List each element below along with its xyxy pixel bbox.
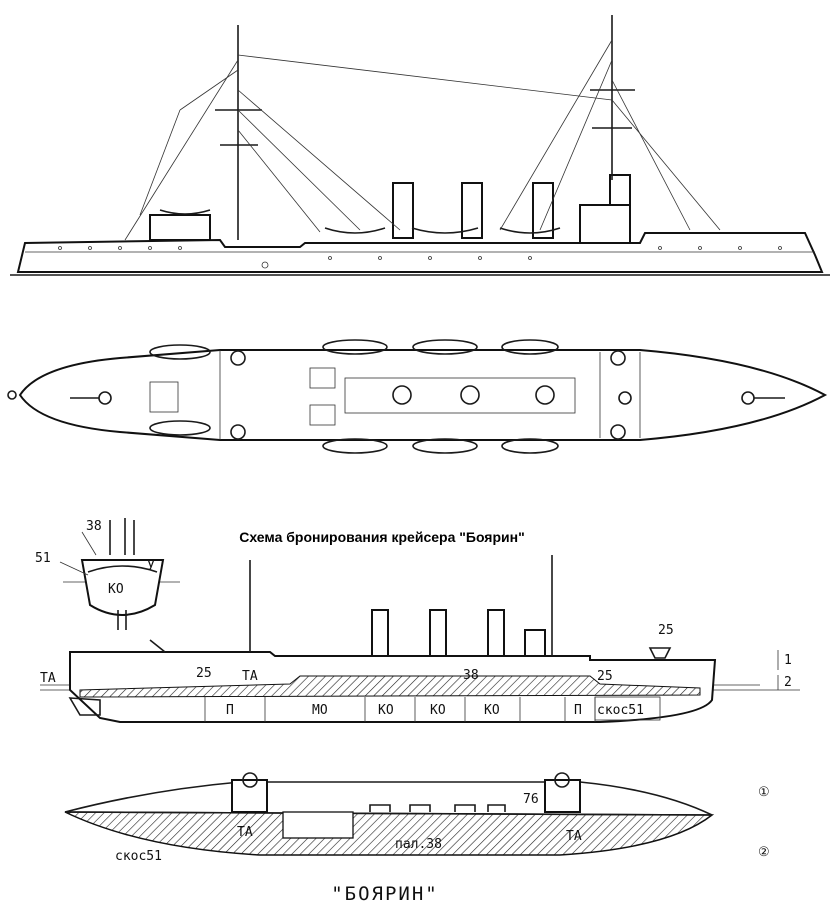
hull-side (16, 232, 824, 273)
label-slope-51-plan: скос51 (115, 849, 162, 864)
boat-2 (411, 227, 479, 234)
level-1: 1 (784, 653, 792, 668)
fwd-superstructure (579, 204, 631, 244)
funnel-2 (461, 182, 483, 239)
profile-funnel-2 (429, 609, 447, 657)
label-25-right: 25 (597, 669, 613, 684)
deck-outline (18, 349, 828, 441)
portholes (58, 246, 782, 269)
armor-profile: 1 2 ТА ТА 25 38 25 25 П МО КО КО КО П ск… (40, 555, 800, 723)
label-ta-mid: ТА (242, 669, 258, 684)
casing (344, 377, 576, 414)
label-25-left: 25 (196, 666, 212, 681)
label-76: 76 (523, 792, 539, 807)
plan-level-2: ② (758, 845, 770, 860)
funnel-3 (532, 182, 554, 239)
funnel-top-1 (392, 385, 412, 405)
armor-deck-plan: ① ② 76 ТА ТА пал.38 скос51 (64, 772, 770, 864)
funnel-top-2 (460, 385, 480, 405)
compartment-p-fwd: П (574, 703, 582, 718)
funnel-top-3 (535, 385, 555, 405)
label-ta-plan-left: ТА (237, 825, 253, 840)
label-38: 38 (463, 668, 479, 683)
boat-4 (159, 209, 211, 215)
deck-plan (7, 339, 828, 454)
ship-name: "БОЯРИН" (331, 883, 439, 905)
machinery-opening (282, 811, 354, 839)
section-label-38: 38 (86, 519, 102, 534)
label-ta-stern: ТА (40, 671, 56, 686)
aft-superstructure (149, 214, 211, 241)
funnel-1 (392, 182, 414, 239)
compartment-ko-1: КО (378, 703, 394, 718)
section-label-ko: КО (108, 582, 124, 597)
compartment-mo: МО (312, 703, 328, 718)
profile-funnel-1 (371, 609, 389, 657)
label-25-top: 25 (658, 623, 674, 638)
armor-deck-plan-hatched (64, 811, 715, 856)
armor-deck-hatched (79, 675, 701, 698)
upper-deck-outline (64, 781, 713, 816)
label-slope-51: скос51 (597, 703, 644, 718)
section-armor-deck (87, 565, 158, 573)
boat-3 (499, 227, 561, 234)
boat-1 (324, 227, 386, 234)
section-label-51: 51 (35, 551, 51, 566)
label-pal-38: пал.38 (395, 837, 442, 852)
label-ta-plan-right: ТА (566, 829, 582, 844)
bridge (609, 174, 631, 206)
plan-level-1: ① (758, 785, 770, 800)
compartment-ko-3: КО (484, 703, 500, 718)
section-label-u: У (147, 559, 155, 574)
diagram-title: Схема бронирования крейсера "Боярин" (239, 529, 524, 545)
rigging (124, 39, 721, 241)
level-2: 2 (784, 675, 792, 690)
profile-funnel-3 (487, 609, 505, 657)
side-elevation (10, 15, 830, 276)
compartment-p-aft: П (226, 703, 234, 718)
compartment-ko-2: КО (430, 703, 446, 718)
cross-section: 38 51 КО У (35, 518, 180, 630)
